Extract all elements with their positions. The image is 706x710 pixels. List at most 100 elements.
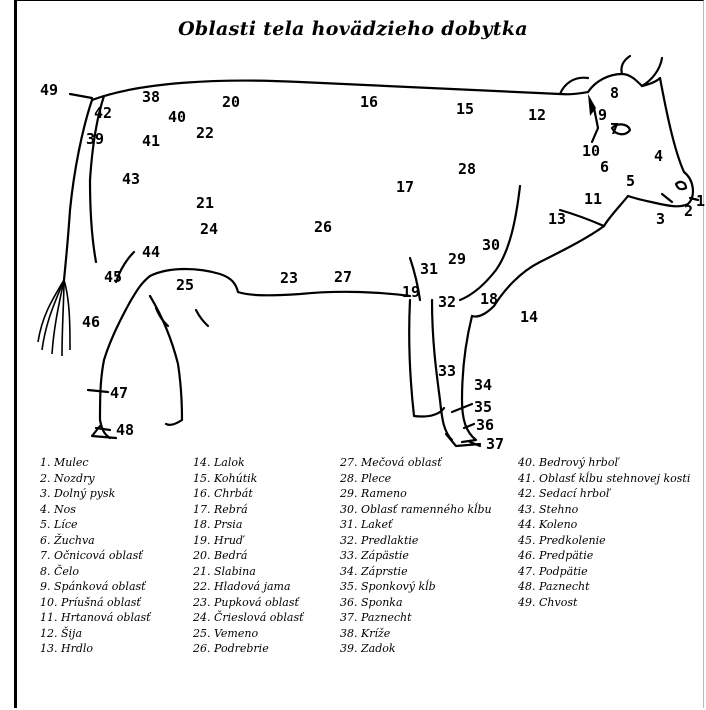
legend-entry: 5. Líce	[40, 517, 151, 533]
legend-entry: 31. Lakeť	[340, 517, 492, 533]
marker-42: 42	[94, 106, 112, 121]
marker-2: 2	[684, 204, 693, 219]
marker-47: 47	[110, 386, 128, 401]
marker-49: 49	[40, 83, 58, 98]
legend-entry: 23. Pupková oblasť	[193, 595, 304, 611]
marker-33: 33	[438, 364, 456, 379]
legend-entry: 36. Sponka	[340, 595, 492, 611]
marker-26: 26	[314, 220, 332, 235]
legend-entry: 48. Paznecht	[518, 579, 690, 595]
marker-41: 41	[142, 134, 160, 149]
legend-entry: 3. Dolný pysk	[40, 486, 151, 502]
legend-entry: 38. Kríže	[340, 626, 492, 642]
pointer-47	[88, 390, 108, 392]
legend-entry: 17. Rebrá	[193, 502, 304, 518]
marker-6: 6	[600, 160, 609, 175]
marker-39: 39	[86, 132, 104, 147]
legend-entry: 16. Chrbát	[193, 486, 304, 502]
marker-5: 5	[626, 174, 635, 189]
tail-switch	[38, 280, 70, 356]
legend-column-3: 27. Mečová oblasť 28. Plece 29. Rameno 3…	[340, 455, 492, 657]
cow-outline	[0, 0, 706, 460]
marker-46: 46	[82, 315, 100, 330]
legend-entry: 34. Záprstie	[340, 564, 492, 580]
marker-24: 24	[200, 222, 218, 237]
legend-entry: 9. Spánková oblasť	[40, 579, 151, 595]
marker-3: 3	[656, 212, 665, 227]
marker-12: 12	[528, 108, 546, 123]
legend-entry: 42. Sedací hrboľ	[518, 486, 690, 502]
marker-4: 4	[654, 149, 663, 164]
legend-entry: 12. Šija	[40, 626, 151, 642]
legend-entry: 37. Paznecht	[340, 610, 492, 626]
hind-leg-near-outline	[150, 296, 182, 425]
legend-entry: 45. Predkolenie	[518, 533, 690, 549]
marker-34: 34	[474, 378, 492, 393]
face-outline	[628, 78, 693, 206]
marker-36: 36	[476, 418, 494, 433]
marker-17: 17	[396, 180, 414, 195]
marker-13: 13	[548, 212, 566, 227]
legend-entry: 49. Chvost	[518, 595, 690, 611]
legend-entry: 43. Stehno	[518, 502, 690, 518]
marker-38: 38	[142, 90, 160, 105]
legend-entry: 46. Predpätie	[518, 548, 690, 564]
legend-entry: 15. Kohútik	[193, 471, 304, 487]
legend-entry: 26. Podrebrie	[193, 641, 304, 657]
ear-outline	[560, 78, 588, 94]
marker-16: 16	[360, 95, 378, 110]
legend-entry: 24. Črieslová oblasť	[193, 610, 304, 626]
legend-entry: 41. Oblasť kĺbu stehnovej kosti	[518, 471, 690, 487]
legend-entry: 28. Plece	[340, 471, 492, 487]
marker-45: 45	[104, 270, 122, 285]
legend-entry: 47. Podpätie	[518, 564, 690, 580]
legend-entry: 11. Hrtanová oblasť	[40, 610, 151, 626]
marker-20: 20	[222, 95, 240, 110]
legend-entry: 18. Prsia	[193, 517, 304, 533]
head-top-outline	[588, 74, 660, 92]
tail-outline	[64, 100, 92, 280]
marker-9: 9	[598, 108, 607, 123]
legend-entry: 19. Hruď	[193, 533, 304, 549]
legend-entry: 32. Predlaktie	[340, 533, 492, 549]
hind-leg-far-outline	[100, 302, 130, 438]
legend-entry: 27. Mečová oblasť	[340, 455, 492, 471]
legend-entry: 39. Zadok	[340, 641, 492, 657]
marker-22: 22	[196, 126, 214, 141]
legend-entry: 35. Sponkový kĺb	[340, 579, 492, 595]
legend-entry: 33. Zápästie	[340, 548, 492, 564]
marker-7: 7	[610, 122, 619, 137]
marker-21: 21	[196, 196, 214, 211]
marker-15: 15	[456, 102, 474, 117]
cow-diagram: 49 42 38 20 40 39 41 22 43 21 24 16 15 1…	[0, 0, 706, 460]
marker-31: 31	[420, 262, 438, 277]
legend-column-4: 40. Bedrový hrboľ 41. Oblasť kĺbu stehno…	[518, 455, 690, 610]
legend-column-2: 14. Lalok 15. Kohútik 16. Chrbát 17. Reb…	[193, 455, 304, 657]
marker-25: 25	[176, 278, 194, 293]
marker-23: 23	[280, 271, 298, 286]
marker-14: 14	[520, 310, 538, 325]
legend-column-1: 1. Mulec 2. Nozdry 3. Dolný pysk 4. Nos …	[40, 455, 151, 657]
legend-entry: 14. Lalok	[193, 455, 304, 471]
marker-8: 8	[610, 86, 619, 101]
marker-1: 1	[696, 194, 705, 209]
legend-entry: 29. Rameno	[340, 486, 492, 502]
marker-40: 40	[168, 110, 186, 125]
teat-2	[196, 310, 208, 326]
marker-29: 29	[448, 252, 466, 267]
legend-entry: 6. Žuchva	[40, 533, 151, 549]
marker-11: 11	[584, 192, 602, 207]
marker-19: 19	[402, 285, 420, 300]
left-horn-outline	[621, 56, 630, 74]
marker-18: 18	[480, 292, 498, 307]
pointer-49	[70, 94, 92, 98]
legend-entry: 2. Nozdry	[40, 471, 151, 487]
pointer-2	[662, 194, 672, 202]
marker-48: 48	[116, 423, 134, 438]
legend-entry: 8. Čelo	[40, 564, 151, 580]
legend-entry: 20. Bedrá	[193, 548, 304, 564]
legend-entry: 1. Mulec	[40, 455, 151, 471]
marker-35: 35	[474, 400, 492, 415]
legend-entry: 7. Očnicová oblasť	[40, 548, 151, 564]
legend: 1. Mulec 2. Nozdry 3. Dolný pysk 4. Nos …	[0, 455, 706, 705]
